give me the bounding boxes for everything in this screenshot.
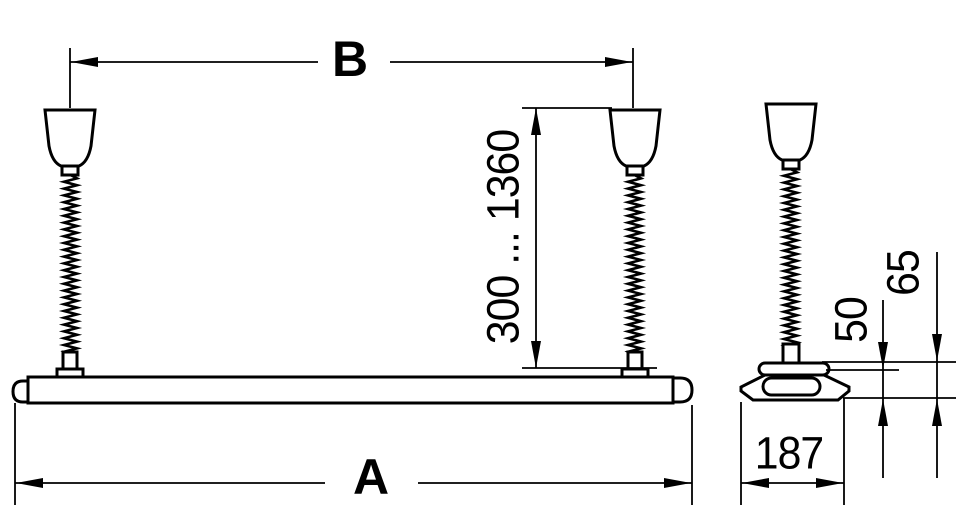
luminaire-cross-section: [739, 361, 851, 402]
bar-body: [26, 375, 675, 405]
dimension-187-label: 187: [754, 427, 824, 479]
cable-gripper-collar-left: [55, 367, 85, 379]
dimension-a: [14, 403, 693, 505]
cable-gripper-collar-right: [620, 367, 650, 379]
dim-65-arrow-down: [932, 334, 942, 361]
ceiling-canopy-side: [764, 102, 818, 171]
ceiling-canopy-right: [608, 108, 662, 177]
luminaire-bar: [11, 375, 694, 405]
dimension-b-label: B: [331, 31, 369, 87]
dim-a-arrow-left: [16, 478, 43, 488]
dim-187-arrow-right: [816, 478, 843, 488]
dim-50-arrow-up: [878, 399, 888, 426]
bar-left-endcap: [11, 379, 28, 404]
coil-cable-left: [58, 173, 83, 357]
coil-cable-right: [622, 173, 647, 357]
dim-a-arrow-right: [664, 478, 691, 488]
suspension-left: [43, 108, 97, 379]
dim-b-arrow-left: [71, 57, 98, 67]
side-view: [739, 102, 956, 505]
mounting-collar-side: [757, 361, 831, 377]
dim-50-arrow-down: [878, 342, 888, 369]
cable-gripper-stem-side: [781, 342, 801, 366]
ceiling-canopy-left: [43, 108, 97, 177]
lens-opening: [761, 376, 822, 397]
dimension-suspension-height: [522, 107, 657, 369]
coil-cable-side: [778, 167, 803, 351]
dim-height-arrow-up: [531, 108, 541, 135]
dimension-65: [822, 252, 956, 478]
bar-right-endcap: [673, 376, 694, 404]
suspension-right: [608, 108, 662, 379]
dimension-187: [740, 398, 845, 505]
dim-b-arrow-right: [605, 57, 632, 67]
dimension-65-label: 65: [877, 250, 929, 296]
dimension-height-range-label: 300 ... 1360: [477, 129, 529, 345]
dimension-50-label: 50: [825, 297, 877, 343]
front-view: [11, 48, 694, 505]
dim-height-arrow-down: [531, 341, 541, 368]
dim-187-arrow-left: [742, 478, 769, 488]
cable-gripper-stem-left: [61, 350, 79, 371]
dimension-b: [69, 48, 634, 108]
dim-65-arrow-up: [932, 399, 942, 426]
cable-gripper-stem-right: [626, 350, 644, 371]
dimension-a-label: A: [352, 449, 390, 505]
dimension-50: [826, 300, 899, 478]
suspension-side: [764, 102, 818, 366]
